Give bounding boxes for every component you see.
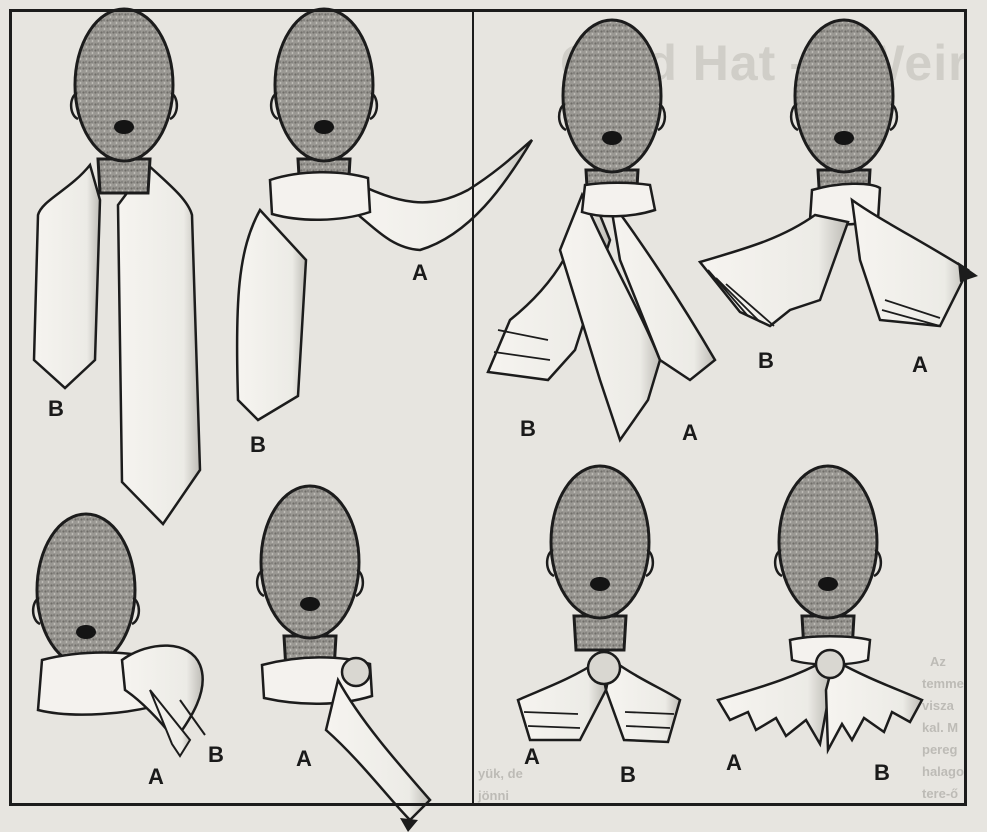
label-a: A [412, 262, 428, 284]
label-a: A [524, 746, 540, 768]
diagram-frame [9, 9, 967, 806]
label-b: B [48, 398, 64, 420]
label-b: B [520, 418, 536, 440]
label-b: B [758, 350, 774, 372]
label-b: B [620, 764, 636, 786]
label-b: B [250, 434, 266, 456]
label-b: B [874, 762, 890, 784]
label-a: A [148, 766, 164, 788]
label-a: A [682, 422, 698, 444]
panel-divider [472, 10, 474, 805]
label-a: A [912, 354, 928, 376]
label-a: A [296, 748, 312, 770]
label-a: A [726, 752, 742, 774]
label-b: B [208, 744, 224, 766]
